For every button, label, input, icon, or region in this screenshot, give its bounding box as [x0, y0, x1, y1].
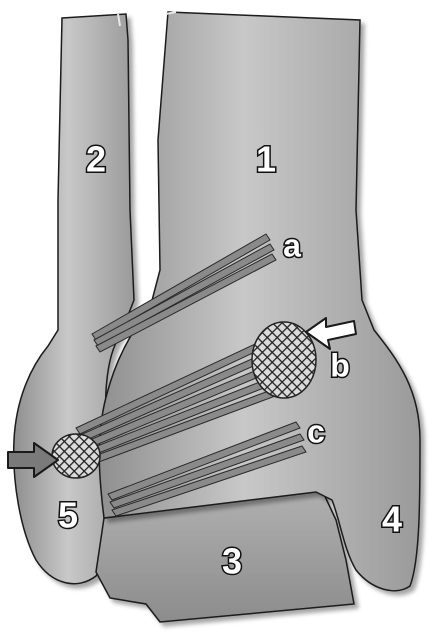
label-tibia: 1 — [256, 139, 276, 180]
label-fibula: 2 — [86, 139, 106, 180]
label-medial-malleolus: 4 — [382, 499, 402, 540]
label-ligament-a: a — [283, 227, 301, 263]
label-talus: 3 — [222, 541, 242, 582]
label-ligament-b: b — [330, 347, 350, 383]
ligament-b-mesh-fibular — [52, 434, 100, 478]
label-lateral-malleolus: 5 — [58, 495, 78, 536]
label-ligament-c: c — [307, 413, 325, 449]
